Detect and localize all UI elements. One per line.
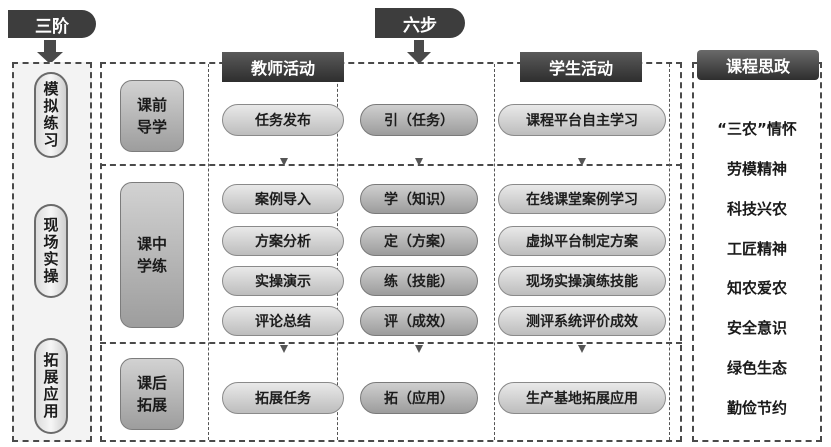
value-safety: 安全意识 [726,319,787,338]
phase-post-class: 课后 拓展 [120,358,184,430]
phase-pre-class: 课前 导学 [120,80,184,152]
ideology-header: 课程思政 [697,50,819,80]
divider-2 [100,342,682,344]
step-item-learn: 学（知识） [360,184,478,214]
step-item-plan: 定（方案） [360,226,478,256]
teacher-item-case-intro: 案例导入 [222,184,344,214]
stage-onsite: 现场实操 [34,204,68,298]
divider-1 [100,164,682,166]
activities-panel [100,62,682,442]
student-item-base-application: 生产基地拓展应用 [498,382,666,414]
student-item-case-study: 在线课堂案例学习 [498,184,666,214]
value-model-worker: 劳模精神 [726,159,787,178]
value-green-ecology: 绿色生态 [726,359,787,378]
student-column [494,64,670,440]
teacher-item-demo: 实操演示 [222,266,344,296]
student-item-virtual-plan: 虚拟平台制定方案 [498,226,666,256]
value-craftsman: 工匠精神 [726,239,787,258]
teacher-item-plan-analysis: 方案分析 [222,226,344,256]
six-steps-tag: 六步 [375,8,465,38]
student-item-evaluation: 测评系统评价成效 [498,306,666,336]
student-activity-header: 学生活动 [520,52,642,82]
student-item-self-study: 课程平台自主学习 [498,104,666,136]
down-arrow-icon [407,40,431,64]
student-item-onsite-practice: 现场实操演练技能 [498,266,666,296]
teacher-item-extension-task: 拓展任务 [222,382,344,414]
ideology-values: “三农”情怀 劳模精神 科技兴农 工匠精神 知农爱农 安全意识 绿色生态 勤俭节… [692,118,822,418]
value-love-agriculture: 知农爱农 [726,279,787,298]
three-stages-tag: 三阶 [8,10,96,38]
value-frugality: 勤俭节约 [726,398,787,417]
teacher-item-summary: 评论总结 [222,306,344,336]
step-item-practice: 练（技能） [360,266,478,296]
value-tech-agriculture: 科技兴农 [726,199,787,218]
phase-in-class: 课中 学练 [120,182,184,328]
teacher-item-task-release: 任务发布 [222,104,344,136]
down-arrow-icon [37,40,63,64]
step-item-guide: 引（任务） [360,104,478,136]
stage-simulation: 模拟练习 [34,72,68,158]
step-item-evaluate: 评（成效） [360,306,478,336]
teacher-activity-header: 教师活动 [222,52,344,82]
stage-extension: 拓展应用 [34,338,68,434]
step-item-extend: 拓（应用） [360,382,478,414]
value-sannong: “三农”情怀 [717,120,797,138]
